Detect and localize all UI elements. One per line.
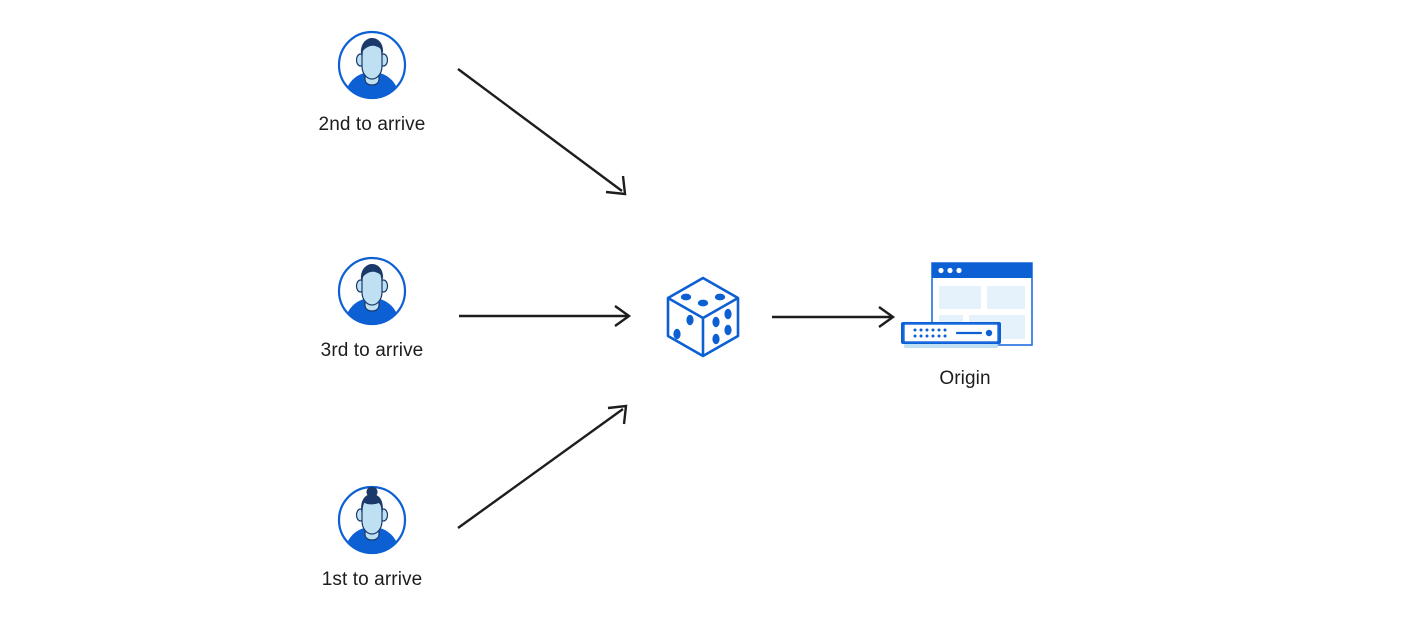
arrow-dice-to-origin bbox=[772, 306, 896, 328]
user-avatar-icon bbox=[337, 256, 407, 326]
node-client-3rd[interactable]: 3rd to arrive bbox=[321, 254, 423, 361]
node-randomizer[interactable] bbox=[658, 272, 748, 362]
dice-right-pips bbox=[712, 308, 732, 345]
arrow-2nd-to-dice bbox=[457, 68, 627, 196]
router-device-icon bbox=[901, 322, 1001, 348]
node-client-1st[interactable]: 1st to arrive bbox=[322, 483, 422, 590]
user-avatar-icon bbox=[337, 30, 407, 100]
node-client-2nd[interactable]: 2nd to arrive bbox=[319, 28, 425, 135]
node-label-origin: Origin bbox=[939, 368, 991, 389]
dice-icon bbox=[666, 276, 740, 358]
user-avatar-female-icon bbox=[337, 485, 407, 555]
node-origin[interactable]: Origin bbox=[895, 260, 1035, 389]
dice-left-pips bbox=[673, 314, 694, 340]
router-led-grid-icon bbox=[913, 328, 947, 338]
dice-top-pips bbox=[680, 293, 726, 307]
titlebar-dots-icon bbox=[938, 267, 962, 274]
node-label-client-2nd: 2nd to arrive bbox=[318, 114, 426, 135]
node-label-client-3rd: 3rd to arrive bbox=[320, 340, 424, 361]
origin-server-icon bbox=[901, 262, 1033, 348]
arrow-3rd-to-dice bbox=[459, 305, 632, 327]
arrow-1st-to-dice bbox=[457, 404, 628, 529]
node-label-client-1st: 1st to arrive bbox=[321, 569, 423, 590]
